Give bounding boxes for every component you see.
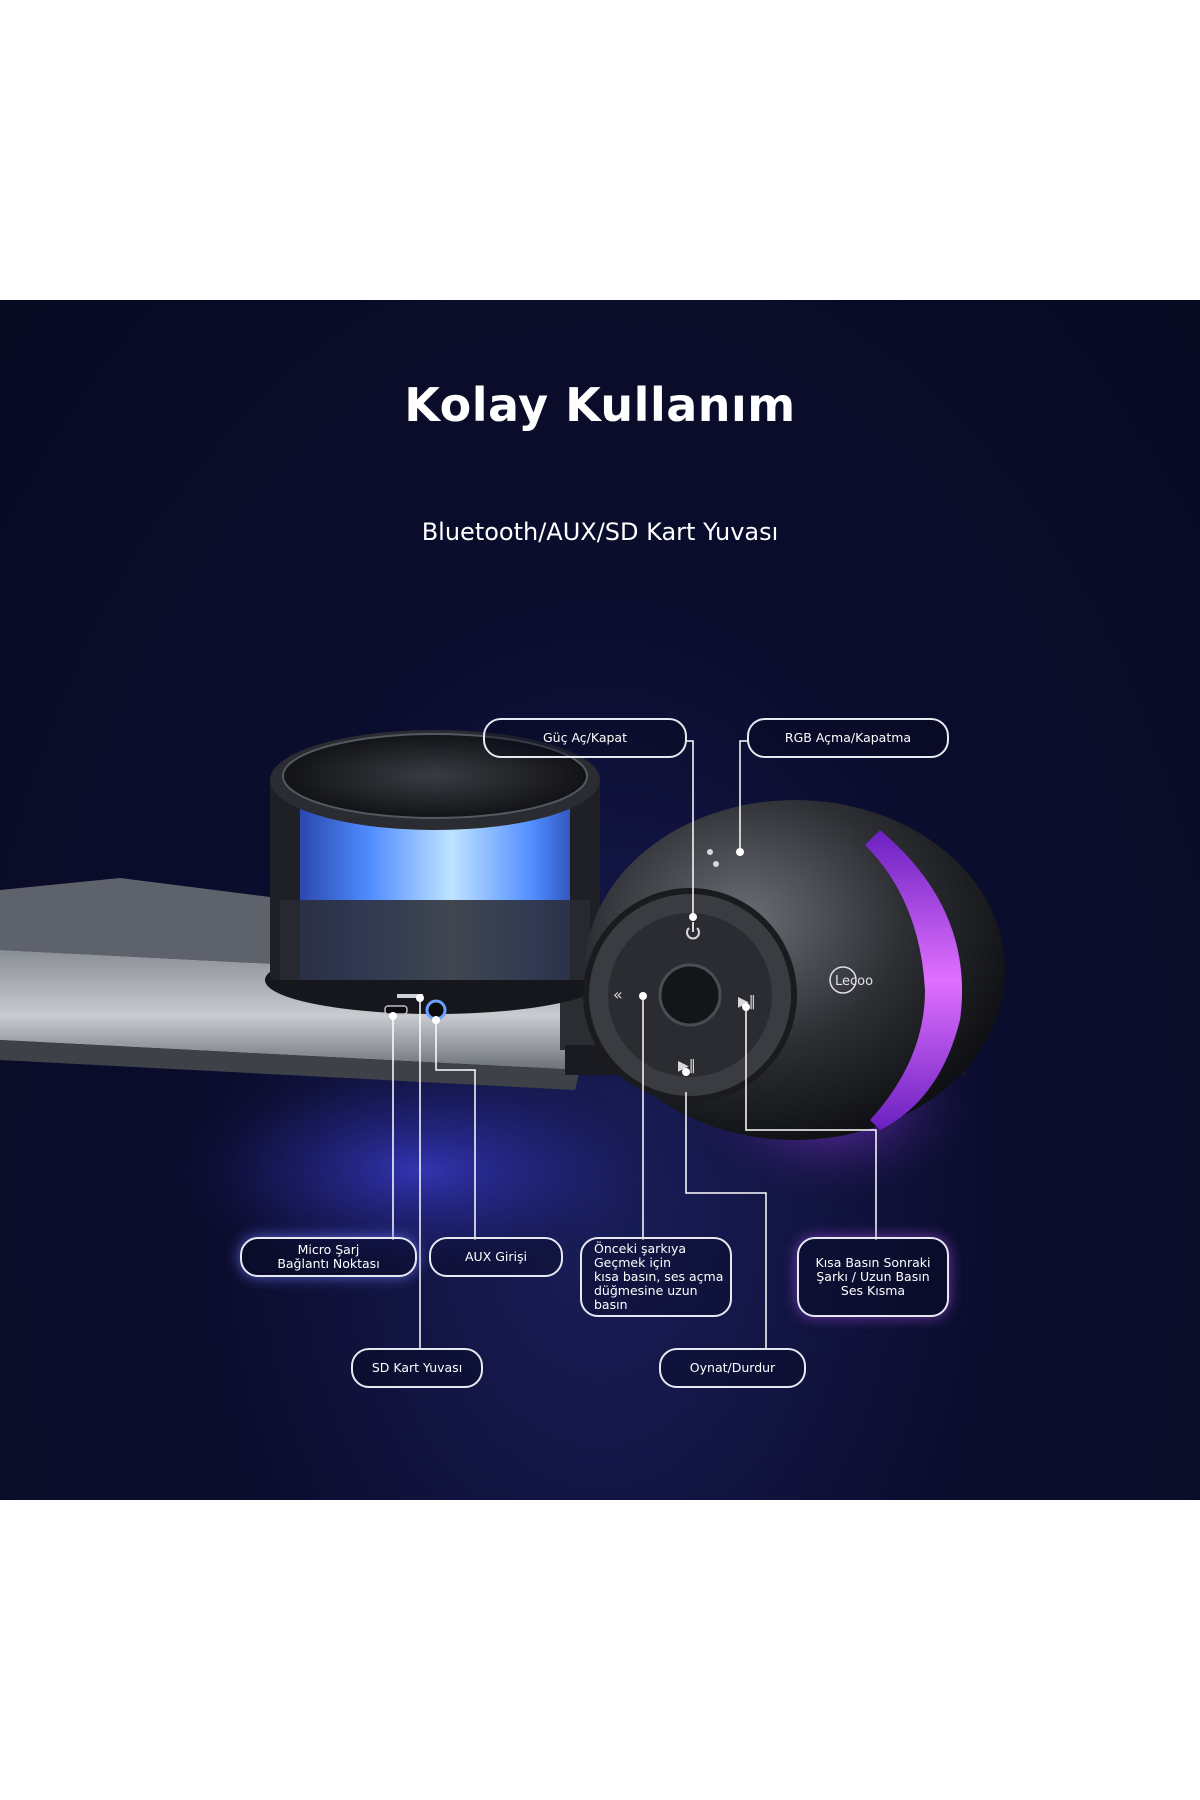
page-title: Kolay Kullanım <box>404 378 796 432</box>
product-banner: « ▶‖ ▶‖ Lecoo <box>0 300 1200 1500</box>
brand-logo <box>829 966 857 994</box>
product-illustration: « ▶‖ ▶‖ Lecoo <box>0 730 1005 1348</box>
sd-card-slot <box>397 994 423 998</box>
callout-power: Güç Aç/Kapat <box>483 718 687 758</box>
callout-previous: Önceki şarkıya Geçmek için kısa basın, s… <box>580 1237 732 1317</box>
line-aux <box>435 1020 476 1240</box>
line-rgb <box>739 740 748 852</box>
callout-lines <box>392 740 877 1348</box>
play-pause-icon[interactable]: ▶‖ <box>678 1058 696 1074</box>
line-next <box>745 1007 877 1240</box>
previous-icon[interactable]: « <box>613 985 623 1004</box>
callout-play: Oynat/Durdur <box>659 1348 806 1388</box>
line-power <box>685 740 694 917</box>
left-speaker <box>265 730 605 1021</box>
brand-logo-text: Lecoo <box>835 974 873 989</box>
callout-dots <box>389 848 750 1076</box>
callout-micro-charge: Micro Şarj Bağlantı Noktası <box>240 1237 417 1277</box>
power-icon[interactable] <box>686 922 700 940</box>
callout-sd: SD Kart Yuvası <box>351 1348 483 1388</box>
line-play <box>685 1092 767 1348</box>
callout-next: Kısa Basın Sonraki Şarkı / Uzun Basın Se… <box>797 1237 949 1317</box>
callout-rgb: RGB Açma/Kapatma <box>747 718 949 758</box>
callout-aux: AUX Girişi <box>429 1237 563 1277</box>
right-speaker: « ▶‖ ▶‖ Lecoo <box>583 800 1005 1140</box>
micro-usb-port <box>384 1005 408 1015</box>
page-subtitle: Bluetooth/AUX/SD Kart Yuvası <box>421 518 779 546</box>
